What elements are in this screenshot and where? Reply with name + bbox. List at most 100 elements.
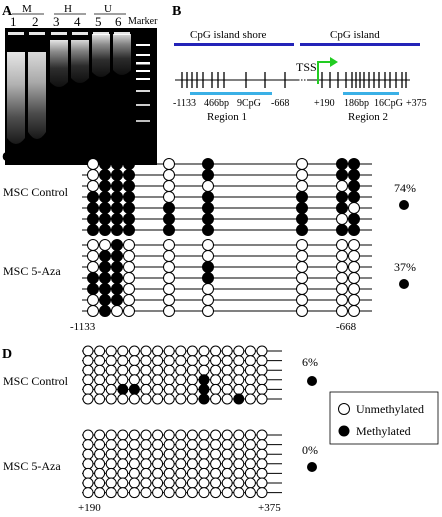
gel-lane-6-smear — [113, 34, 131, 75]
unmethylated-cpg — [140, 467, 152, 479]
methylated-cpg — [99, 224, 111, 236]
panel-c-group-1-marker — [399, 200, 409, 210]
unmethylated-cpg — [105, 429, 117, 441]
methylated-cpg — [202, 261, 214, 273]
gel-well-2 — [29, 32, 45, 35]
unmethylated-cpg — [94, 439, 106, 451]
unmethylated-cpg — [82, 364, 94, 376]
tss-label: TSS — [296, 60, 317, 74]
unmethylated-cpg — [244, 477, 256, 489]
unmethylated-cpg — [221, 355, 233, 367]
methylated-cpg — [296, 213, 308, 225]
unmethylated-cpg — [128, 429, 140, 441]
unmethylated-cpg — [256, 393, 268, 405]
panel-d-group-2-label: MSC 5-Aza — [3, 459, 61, 473]
unmethylated-cpg — [152, 364, 164, 376]
unmethylated-cpg — [105, 364, 117, 376]
unmethylated-cpg — [296, 239, 308, 251]
panel-c-group-2-percent: 37% — [394, 260, 416, 274]
panel-d-axis-right: +375 — [258, 502, 281, 514]
unmethylated-cpg — [87, 294, 99, 306]
methylated-cpg — [123, 202, 135, 214]
gel-lane-2: 2 — [32, 14, 39, 29]
gel-lane-5: 5 — [95, 14, 102, 29]
unmethylated-cpg — [244, 429, 256, 441]
unmethylated-cpg — [233, 345, 245, 357]
unmethylated-cpg — [82, 487, 94, 499]
unmethylated-cpg — [140, 458, 152, 470]
unmethylated-cpg — [128, 487, 140, 499]
unmethylated-cpg — [94, 477, 106, 489]
unmethylated-cpg — [82, 448, 94, 460]
unmethylated-cpg — [117, 439, 129, 451]
unmethylated-cpg — [87, 169, 99, 181]
unmethylated-cpg — [244, 364, 256, 376]
gene-map: CpG island shore CpG island TSS -1133 46… — [173, 29, 427, 123]
region1-start: -1133 — [173, 98, 196, 109]
unmethylated-cpg — [152, 467, 164, 479]
unmethylated-cpg — [140, 439, 152, 451]
unmethylated-cpg — [82, 345, 94, 357]
unmethylated-cpg — [163, 272, 175, 284]
unmethylated-cpg — [348, 261, 360, 273]
unmethylated-cpg — [117, 393, 129, 405]
legend-methylated-marker — [338, 425, 350, 437]
unmethylated-cpg — [221, 429, 233, 441]
panel-c-lollipop — [82, 158, 372, 317]
unmethylated-cpg — [221, 393, 233, 405]
unmethylated-cpg — [117, 345, 129, 357]
unmethylated-cpg — [94, 383, 106, 395]
unmethylated-cpg — [123, 261, 135, 273]
gel-marker-band — [136, 104, 150, 106]
unmethylated-cpg — [256, 364, 268, 376]
methylated-cpg — [123, 158, 135, 170]
gel-lane-4: 4 — [74, 14, 81, 29]
unmethylated-cpg — [336, 261, 348, 273]
methylated-cpg — [87, 191, 99, 203]
unmethylated-cpg — [117, 374, 129, 386]
unmethylated-cpg — [94, 429, 106, 441]
region2-start: +190 — [314, 98, 335, 109]
unmethylated-cpg — [336, 239, 348, 251]
unmethylated-cpg — [163, 158, 175, 170]
unmethylated-cpg — [163, 239, 175, 251]
legend-methylated-label: Methylated — [356, 424, 411, 438]
gel-marker-band — [136, 78, 150, 80]
unmethylated-cpg — [128, 374, 140, 386]
unmethylated-cpg — [186, 364, 198, 376]
unmethylated-cpg — [348, 202, 360, 214]
unmethylated-cpg — [140, 383, 152, 395]
unmethylated-cpg — [256, 477, 268, 489]
region1-cpg-count: 9CpG — [237, 98, 261, 109]
unmethylated-cpg — [336, 250, 348, 262]
unmethylated-cpg — [94, 393, 106, 405]
panel-d-group-1-label: MSC Control — [3, 374, 69, 388]
region1-name: Region 1 — [207, 111, 247, 123]
methylated-cpg — [348, 169, 360, 181]
unmethylated-cpg — [123, 239, 135, 251]
unmethylated-cpg — [163, 169, 175, 181]
unmethylated-cpg — [336, 213, 348, 225]
unmethylated-cpg — [175, 448, 187, 460]
panel-d-label: D — [2, 347, 12, 362]
gel-group-u: U — [104, 3, 112, 15]
unmethylated-cpg — [233, 487, 245, 499]
unmethylated-cpg — [175, 364, 187, 376]
unmethylated-cpg — [163, 487, 175, 499]
methylated-cpg — [296, 191, 308, 203]
unmethylated-cpg — [221, 448, 233, 460]
unmethylated-cpg — [175, 345, 187, 357]
unmethylated-cpg — [163, 383, 175, 395]
unmethylated-cpg — [105, 345, 117, 357]
unmethylated-cpg — [186, 487, 198, 499]
unmethylated-cpg — [202, 283, 214, 295]
unmethylated-cpg — [210, 383, 222, 395]
unmethylated-cpg — [163, 305, 175, 317]
unmethylated-cpg — [202, 294, 214, 306]
gel-well-4 — [72, 32, 88, 35]
unmethylated-cpg — [348, 250, 360, 262]
unmethylated-cpg — [221, 374, 233, 386]
methylated-cpg — [336, 224, 348, 236]
unmethylated-cpg — [221, 383, 233, 395]
methylated-cpg — [123, 224, 135, 236]
